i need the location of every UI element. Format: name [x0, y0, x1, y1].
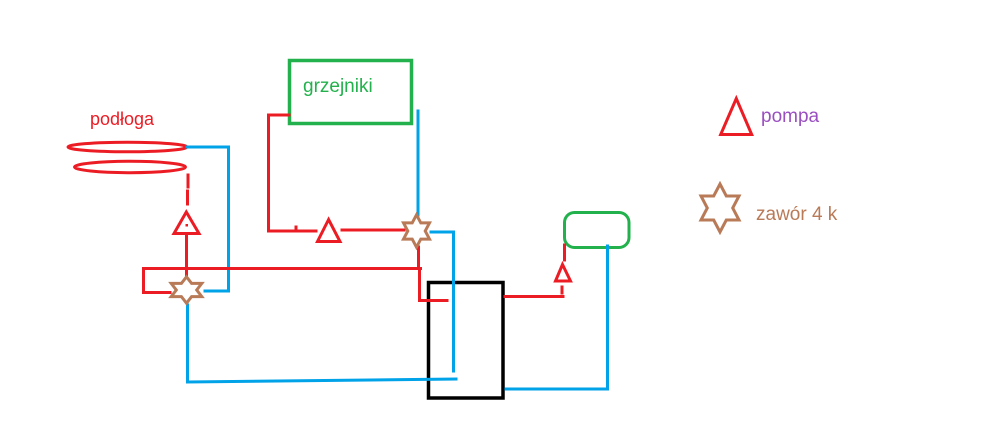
svg-text:grzejniki: grzejniki — [303, 76, 373, 97]
svg-text:podłoga: podłoga — [90, 109, 155, 129]
svg-text:pompa: pompa — [761, 106, 820, 127]
svg-text:zawór 4 k: zawór 4 k — [756, 204, 838, 225]
